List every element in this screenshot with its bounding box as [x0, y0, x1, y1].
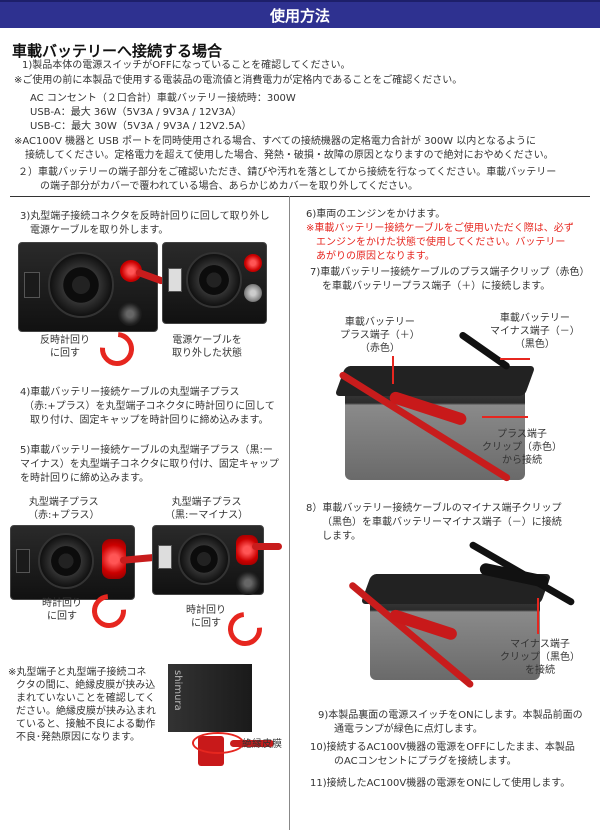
label-rotate-ccw: 反時計回りに回す [40, 335, 90, 359]
cw-arrow-icon [221, 605, 269, 653]
warning-line-3: あがりの原因となります。 [316, 251, 435, 262]
step-9-line-2: 通電ランプが緑色に点灯します。 [334, 724, 483, 735]
warning-line-1: ※車載バッテリー接続ケーブルをご使用いただく際は、必ず [306, 223, 574, 234]
step-2-line-2: の端子部分がカバーで覆われている場合、あらかじめカバーを取り外してください。 [40, 181, 418, 192]
ccw-arrow-icon [93, 325, 141, 373]
spec-usb-a: USB-A：最大 36W（5V3A / 9V3A / 12V3A） [30, 107, 242, 118]
warning-line-2: エンジンをかけた状態で使用してください。バッテリー [316, 237, 566, 248]
label-minus-clip: マイナス端子クリップ（黒色）を接続 [500, 639, 580, 676]
step-8-line-2: （黒色）を車載バッテリーマイナス端子（－）に接続 [322, 517, 562, 528]
step-4-line-1: 4)車載バッテリー接続ケーブルの丸型端子プラス [20, 387, 240, 398]
insulation-closeup-image: shimura [168, 664, 280, 774]
step-2-line-1: ２）車載バッテリーの端子部分をご確認いただき、錆びや汚れを落としてから接続を行な… [18, 167, 557, 178]
step-3-line-2: 電源ケーブルを取り外します。 [30, 225, 169, 236]
label-plus-terminal: 車載バッテリープラス端子（＋）（赤色） [340, 317, 420, 354]
step-6-text: 6)車両のエンジンをかけます。 [306, 209, 446, 220]
step-5-line-2: マイナス）を丸型端子コネクタに取り付け、固定キャップ [20, 459, 279, 470]
inverter-minus-attached-image [152, 525, 282, 600]
step-8-line-3: します。 [322, 531, 361, 542]
step-4-line-2: （赤:+プラス）を丸型端子コネクタに時計回りに回して [24, 401, 275, 412]
page-title: 使用方法 [269, 7, 330, 25]
step-1-text: 1)製品本体の電源スイッチがOFFになっていることを確認してください。 [22, 60, 351, 71]
inverter-plus-attached-image [10, 525, 157, 600]
note-line-1: ※AC100V 機器と USB ポートを同時使用される場合、すべての接続機器の定… [14, 136, 536, 147]
label-insulation: 絶縁皮膜 [242, 739, 282, 750]
spec-usb-c: USB-C：最大 30W（5V3A / 9V3A / 12V2.5A） [30, 121, 252, 132]
step-7-line-2: を車載バッテリープラス端子（＋）に接続します。 [322, 281, 551, 292]
arrow-plus-clip [482, 416, 528, 418]
label-minus-terminal: 車載バッテリーマイナス端子（－）（黒色） [490, 313, 580, 350]
label-plus-clip: プラス端子クリップ（赤色）から接続 [482, 429, 562, 466]
step-8-line-1: 8）車載バッテリー接続ケーブルのマイナス端子クリップ [306, 503, 562, 514]
inverter-with-cable-image [18, 242, 166, 332]
step-5-line-1: 5)車載バッテリー接続ケーブルの丸型端子プラス（黒:ー [20, 445, 273, 456]
precaution-text: ※ご使用の前に本製品で使用する電装品の電流値と消費電力が定格内であることをご確認… [14, 75, 463, 86]
page-header: 使用方法 [0, 0, 600, 28]
label-minus-black: 丸型端子プラス（黒:ーマイナス） [165, 497, 249, 521]
step-10-line-2: のACコンセントにプラグを接続します。 [334, 756, 517, 767]
arrow-plus-terminal [392, 356, 394, 384]
arrow-minus-clip [537, 598, 539, 634]
arrow-minus-terminal [500, 358, 530, 360]
note-line-2: 接続してください。定格電力を超えて使用した場合、発熱・破損・故障の原因となります… [25, 150, 554, 161]
brand-text: shimura [172, 670, 183, 711]
step-9-line-1: 9)本製品裏面の電源スイッチをONにします。本製品前面の [318, 710, 583, 721]
insulation-note: ※丸型端子と丸型端子接続コネ クタの間に、絶縁皮膜が挟み込 まれていないことを確… [8, 667, 156, 743]
step-3-line-1: 3)丸型端子接続コネクタを反時計回りに回して取り外し [20, 211, 270, 222]
label-plus-red: 丸型端子プラス（赤:+プラス） [28, 497, 100, 521]
label-rotate-cw-1: 時計回りに回す [42, 598, 82, 622]
step-11-text: 11)接続したAC100V機器の電源をONにして使用します。 [310, 778, 571, 789]
divider-horizontal [10, 196, 590, 197]
step-5-line-3: を時計回りに締め込みます。 [20, 473, 149, 484]
inverter-without-cable-image [162, 242, 267, 324]
spec-ac: AC コンセント（２口合計）車載バッテリー接続時：300W [30, 93, 296, 104]
battery-minus-image [347, 540, 580, 690]
label-rotate-cw-2: 時計回りに回す [186, 605, 226, 629]
battery-plus-image [320, 330, 536, 490]
step-4-line-3: 取り付け、固定キャップを時計回りに締め込みます。 [30, 415, 269, 426]
label-cable-removed: 電源ケーブルを取り外した状態 [172, 335, 242, 359]
step-10-line-1: 10)接続するAC100V機器の電源をOFFにしたまま、本製品 [310, 742, 575, 753]
section-title: 車載バッテリーへ接続する場合 [12, 42, 223, 60]
step-7-line-1: 7)車載バッテリー接続ケーブルのプラス端子クリップ（赤色） [310, 267, 590, 278]
divider-vertical [289, 196, 290, 830]
